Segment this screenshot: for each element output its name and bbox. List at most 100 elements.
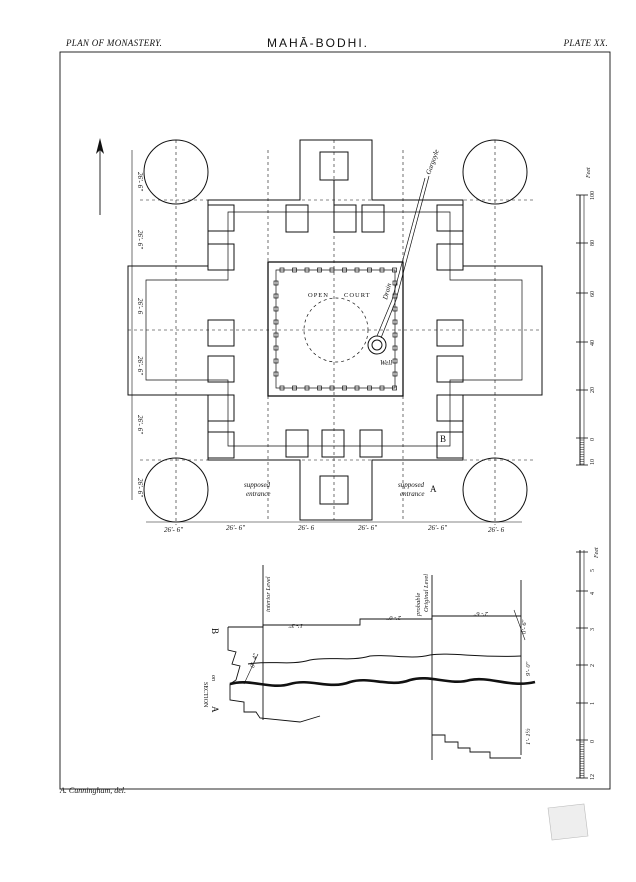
bottom-dim-1: 26'- 6" bbox=[164, 526, 183, 534]
section-dim-4: 0'- 6" bbox=[521, 619, 528, 634]
plan-scale-tick-20: 20 bbox=[590, 387, 596, 393]
bottom-dim-6: 26'- 6 bbox=[488, 526, 505, 534]
plate-header-left: PLAN OF MONASTERY. bbox=[66, 38, 163, 48]
label-supposed-right: supposed bbox=[398, 481, 425, 489]
pillar bbox=[279, 385, 285, 391]
label-supposed-left: supposed bbox=[244, 481, 271, 489]
pillar bbox=[342, 267, 347, 273]
pillar bbox=[392, 371, 398, 377]
plan-scale-bar bbox=[576, 194, 588, 466]
pillar bbox=[304, 267, 310, 273]
section-letter-a: A bbox=[210, 706, 220, 713]
pillar bbox=[342, 385, 347, 391]
pillar bbox=[273, 345, 279, 351]
section-letter-b: B bbox=[210, 628, 220, 634]
label-original-level: Original Level bbox=[423, 574, 430, 612]
pillar bbox=[392, 358, 398, 364]
plan-letter-a: A bbox=[430, 484, 437, 494]
plan-scale-tick-40: 40 bbox=[590, 340, 596, 346]
plan-scale-tick-60: 60 bbox=[590, 291, 596, 297]
plan-scale-tick-0: 0 bbox=[590, 438, 596, 441]
label-well: Well bbox=[380, 359, 392, 367]
plan-scale-tick-80: 80 bbox=[590, 240, 596, 246]
bottom-dim-2: 26'- 6" bbox=[226, 524, 245, 532]
left-dim-5: 26'- 6" bbox=[136, 415, 144, 434]
well-icon bbox=[367, 335, 387, 355]
pillar bbox=[273, 332, 279, 338]
label-probable: probable bbox=[415, 593, 422, 617]
pillar bbox=[329, 385, 335, 391]
pillar bbox=[292, 267, 297, 273]
plate-frame bbox=[59, 51, 611, 790]
pillar bbox=[273, 371, 279, 377]
section-dim-3: 2'- 6" bbox=[473, 610, 488, 617]
section-scale-tick-12: 12 bbox=[590, 774, 596, 780]
pillar bbox=[273, 358, 279, 364]
left-dim-6: 26'- 6" bbox=[136, 478, 144, 497]
outer-wall bbox=[127, 139, 543, 521]
section-drawing bbox=[227, 565, 536, 760]
section-scale-tick-3: 3 bbox=[590, 628, 596, 631]
pillar bbox=[392, 293, 398, 299]
bottom-dim-5: 26'- 6" bbox=[428, 524, 447, 532]
label-entrance-right: entrance bbox=[400, 490, 425, 498]
pillar bbox=[392, 385, 397, 391]
pillar bbox=[392, 280, 398, 286]
label-open: OPEN bbox=[308, 292, 329, 299]
pillar bbox=[392, 319, 398, 325]
plate-number: PLATE XX. bbox=[563, 38, 608, 48]
left-dim-4: 26'- 6" bbox=[136, 356, 144, 375]
pillar bbox=[379, 385, 385, 391]
left-dim-2: 26'- 6" bbox=[136, 230, 144, 249]
plate-title: MAHĀ-BODHI. bbox=[266, 36, 369, 50]
pillar bbox=[292, 385, 297, 391]
pillar bbox=[392, 345, 398, 351]
open-court bbox=[267, 261, 404, 397]
bottom-dim-4: 26'- 6" bbox=[358, 524, 377, 532]
label-drain: Drain bbox=[381, 282, 393, 302]
section-dim-6: 9'- 0" bbox=[525, 661, 532, 676]
section-dim-1: 1'- 3" bbox=[288, 622, 303, 629]
pillar bbox=[354, 267, 360, 273]
draftsman-credit: A. Cunningham, del. bbox=[60, 786, 126, 795]
section-dim-7: 1'- 1½ bbox=[525, 728, 532, 745]
pillar bbox=[317, 385, 322, 391]
monastery-plan bbox=[127, 139, 543, 525]
pillar bbox=[317, 267, 322, 273]
section-scale-tick-0: 0 bbox=[590, 740, 596, 743]
north-arrow-icon bbox=[96, 138, 104, 215]
pillar bbox=[379, 267, 385, 273]
bottom-dim-3: 26'- 6 bbox=[298, 524, 315, 532]
label-on: on bbox=[210, 675, 216, 681]
section-scale-tick-2: 2 bbox=[590, 664, 596, 667]
section-scale-tick-4: 4 bbox=[590, 592, 596, 595]
plan-scale-unit: Feet bbox=[586, 167, 592, 179]
pillar bbox=[273, 280, 279, 286]
label-entrance-left: entrance bbox=[246, 490, 271, 498]
plan-scale-tick-10: 10 bbox=[590, 459, 596, 465]
section-scale-tick-1: 1 bbox=[590, 702, 596, 705]
label-section: SECTION bbox=[202, 682, 208, 708]
pillar bbox=[273, 306, 279, 312]
court-pillars bbox=[273, 267, 398, 391]
plan-scale-tick-100: 100 bbox=[590, 191, 596, 200]
drain-line bbox=[376, 177, 426, 337]
pillar bbox=[367, 385, 372, 391]
pillar bbox=[392, 306, 398, 312]
left-dim-1: 26'- 6" bbox=[136, 172, 144, 191]
section-scale-bar bbox=[576, 550, 588, 779]
inner-corridor bbox=[145, 211, 523, 447]
pillar bbox=[392, 332, 398, 338]
pillar bbox=[273, 293, 279, 299]
label-gargoyle: Gargoyle bbox=[424, 148, 440, 175]
section-scale-unit: Feet bbox=[594, 547, 600, 559]
section-scale-tick-5: 5 bbox=[590, 569, 596, 572]
pillar bbox=[367, 267, 372, 273]
pillar bbox=[273, 319, 279, 325]
left-dim-3: 26'- 6 bbox=[136, 298, 144, 315]
section-dim-5: 0'- 4" bbox=[249, 653, 260, 669]
pillar bbox=[354, 385, 360, 391]
pillar bbox=[329, 267, 335, 273]
pillar bbox=[392, 267, 397, 273]
library-stamp bbox=[547, 803, 589, 841]
